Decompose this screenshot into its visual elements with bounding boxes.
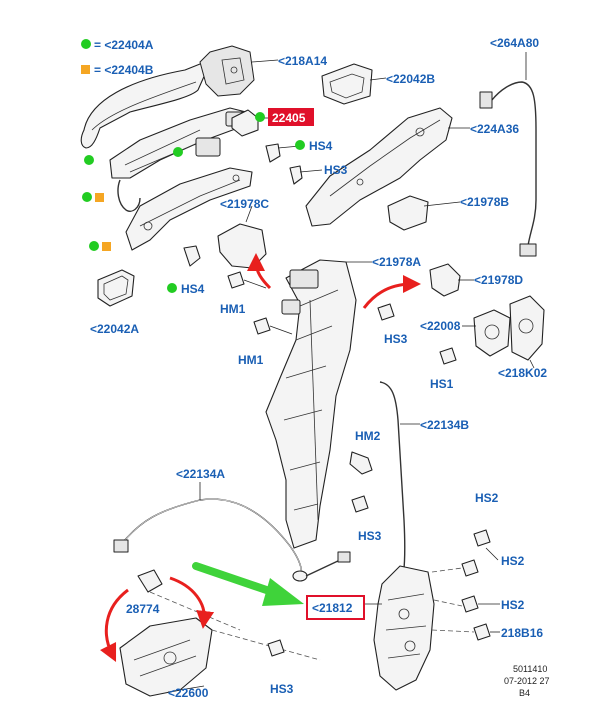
hs3-screw-low (351, 495, 369, 513)
green-dot-icon (295, 140, 305, 150)
symbol-markers (82, 112, 305, 293)
label-HM2: HM2 (355, 429, 381, 443)
cable-264A80 (479, 81, 537, 257)
gasket-22042B (321, 63, 373, 105)
label-22134B: <22134B (420, 418, 469, 432)
label-21978B: <21978B (460, 195, 509, 209)
plate-218K02 (509, 295, 545, 361)
hm2-pin (349, 451, 373, 475)
label-HS3-top: HS3 (324, 163, 348, 177)
clip-part (231, 109, 259, 137)
hook-21978D (429, 263, 461, 297)
legend-green-dot-icon (81, 39, 91, 49)
hs3-screw-top (289, 165, 303, 185)
hs2-screw-a (473, 529, 491, 547)
green-dot-icon (89, 241, 99, 251)
label-HM1-a: HM1 (220, 302, 246, 316)
red-arrow-icon (247, 253, 272, 290)
green-dot-icon (167, 283, 177, 293)
gasket-22042A (97, 269, 135, 307)
hm1-bolt-b (253, 317, 271, 335)
part-labels: <218A14 <264A80 <22042B 22405 <224A36 HS… (90, 36, 547, 700)
hs2-screw-b (461, 559, 479, 577)
highlight-box-22405 (268, 108, 314, 126)
label-21812: <21812 (312, 601, 353, 615)
latch-assembly-21812 (373, 565, 435, 691)
hs4-screw (265, 143, 281, 163)
green-dot-icon (82, 192, 92, 202)
leader-lines (167, 52, 535, 693)
screw-218B16 (473, 623, 491, 641)
label-HM1-b: HM1 (238, 353, 264, 367)
handle-frame (109, 107, 247, 212)
bracket-22600 (119, 617, 213, 697)
legend: = <22404A = <22404B (81, 38, 154, 77)
label-22042A: <22042A (90, 322, 139, 336)
bracket-224A36 (305, 107, 453, 227)
label-HS2-c: HS2 (501, 598, 525, 612)
cable-22134A (113, 498, 351, 582)
highlight-frame-21812 (306, 595, 365, 620)
label-28774: 28774 (126, 602, 160, 616)
hs2-screw-c (461, 595, 479, 613)
clip-21978C (217, 223, 267, 269)
hm1-bolt-a (227, 271, 245, 289)
label-224A36: <224A36 (470, 122, 519, 136)
label-21978A: <21978A (372, 255, 421, 269)
label-22600: <22600 (168, 686, 209, 700)
red-curved-arrow-icon (169, 576, 215, 629)
green-dot-icon (84, 155, 94, 165)
label-HS3-bottom: HS3 (270, 682, 294, 696)
exterior-handle (80, 45, 255, 149)
red-arrow-icon (362, 275, 421, 309)
legend-orange-text: = <22404B (94, 63, 154, 77)
legend-green-text: = <22404A (94, 38, 154, 52)
label-HS2-b: HS2 (501, 554, 525, 568)
label-218B16: 218B16 (501, 626, 543, 640)
label-218A14: <218A14 (278, 54, 327, 68)
handle-arm (125, 167, 253, 251)
reference-date: 07-2012 27 (504, 676, 550, 686)
orange-square-icon (102, 242, 111, 251)
orange-square-icon (95, 193, 104, 202)
rod-22134B (379, 381, 406, 591)
label-HS3-mid: HS3 (384, 332, 408, 346)
label-22042B: <22042B (386, 72, 435, 86)
hs3-screw-mid (377, 303, 395, 321)
cam-22008 (473, 309, 511, 357)
legend-orange-square-icon (81, 65, 90, 74)
label-HS1: HS1 (430, 377, 454, 391)
red-curved-arrow-icon (99, 588, 129, 663)
label-21978D: <21978D (474, 273, 523, 287)
bracket-21978B (387, 195, 429, 231)
label-218K02: <218K02 (498, 366, 547, 380)
label-22405: 22405 (272, 111, 306, 125)
green-dot-icon (255, 112, 265, 122)
hs3-screw-bottom (267, 639, 285, 657)
hs4-screw-lower (183, 245, 201, 267)
label-22134A: <22134A (176, 467, 225, 481)
green-pointer-arrow-icon (192, 562, 304, 606)
label-264A80: <264A80 (490, 36, 539, 50)
label-HS2-a: HS2 (475, 491, 499, 505)
label-HS4-top: HS4 (309, 139, 333, 153)
label-HS3-low: HS3 (358, 529, 382, 543)
label-HS4-lower: HS4 (181, 282, 205, 296)
figure-reference: 5011410 07-2012 27 B4 (504, 664, 550, 698)
label-21978C: <21978C (220, 197, 269, 211)
main-carrier-21978A (265, 259, 357, 549)
reference-number: 5011410 (513, 664, 547, 674)
reference-code: B4 (519, 688, 530, 698)
green-dot-icon (173, 147, 183, 157)
nut-28774 (137, 569, 163, 593)
hs1-screw (439, 347, 457, 365)
label-22008: <22008 (420, 319, 461, 333)
